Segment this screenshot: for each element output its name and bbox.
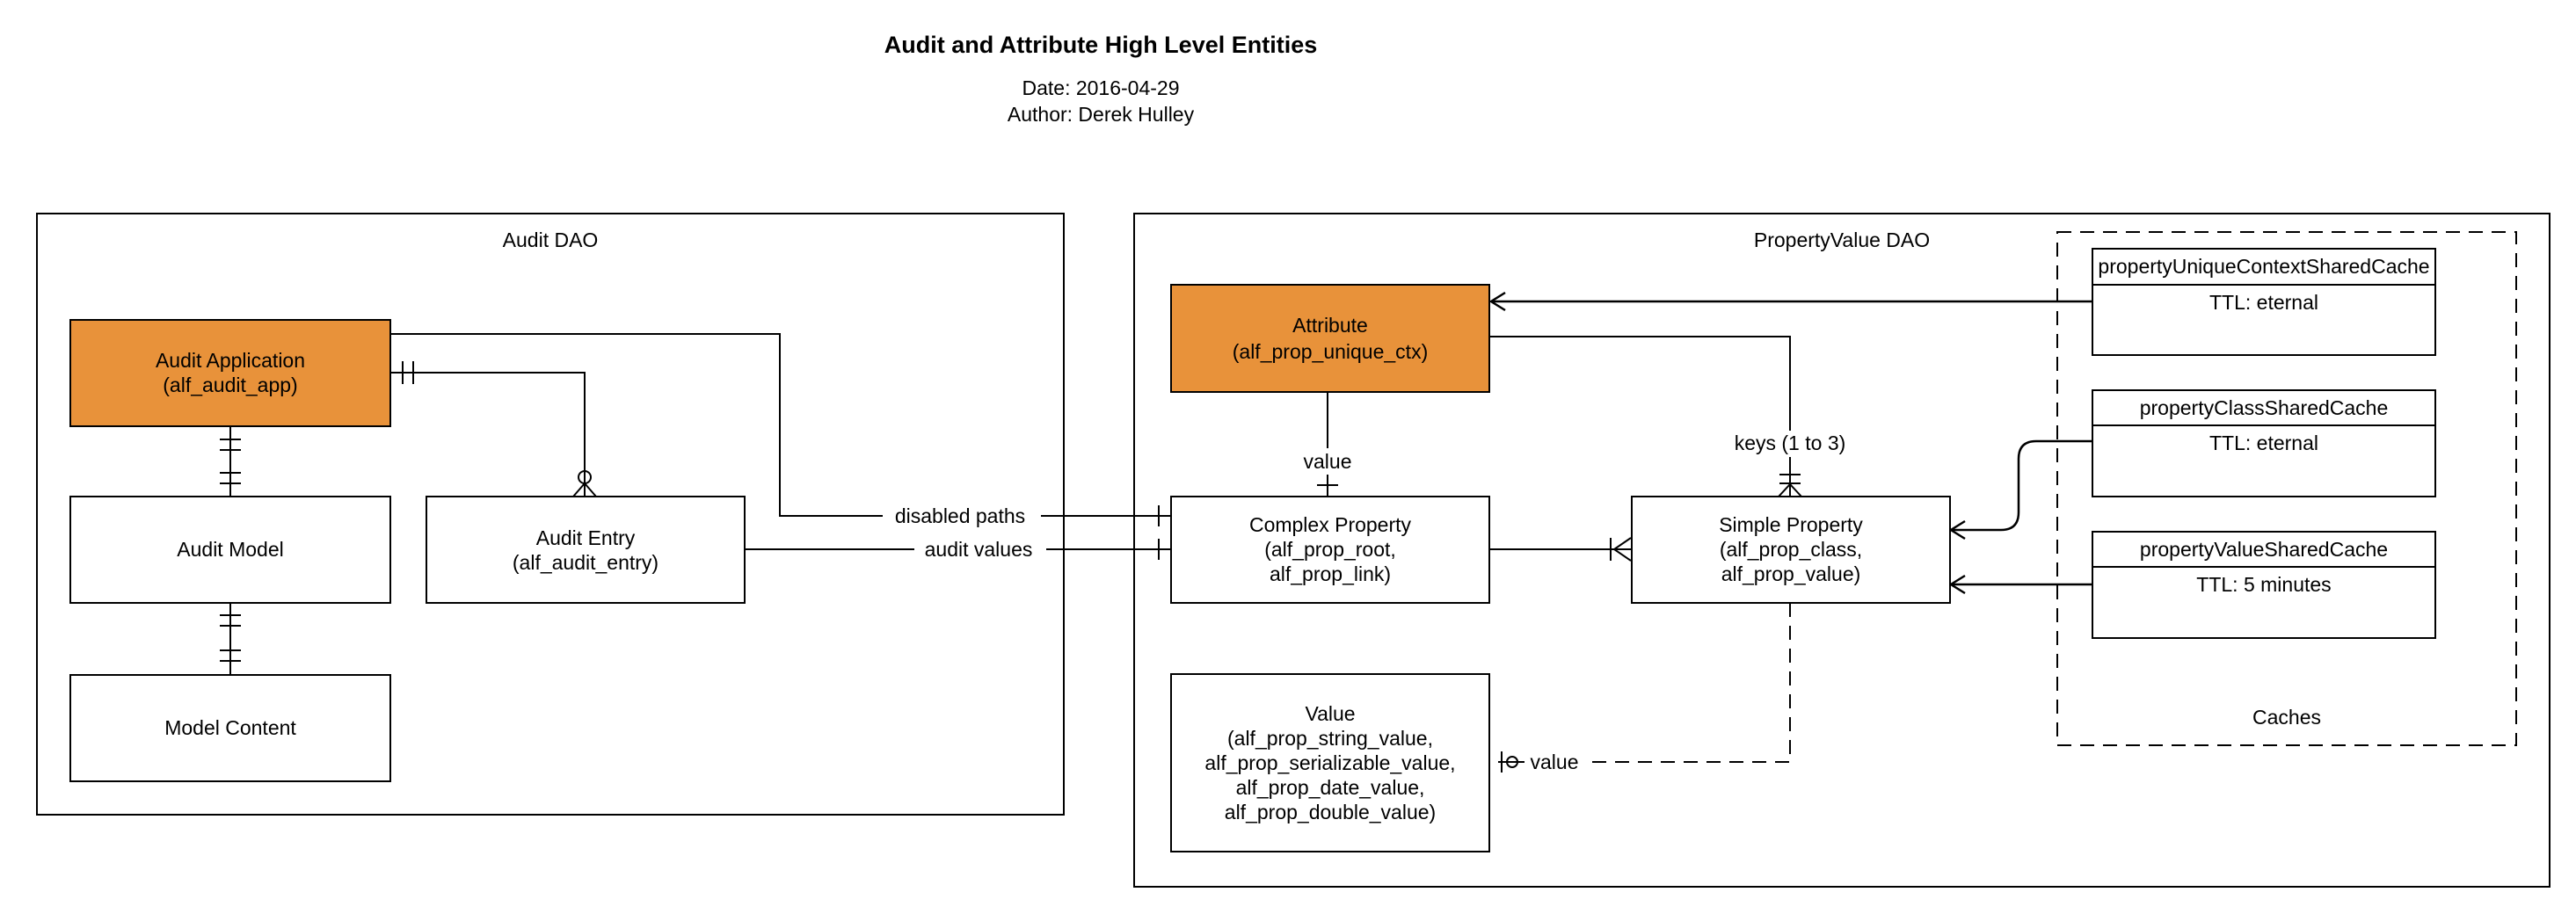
- audit-application-table: (alf_audit_app): [163, 374, 297, 396]
- diagram-date: Date: 2016-04-29: [1022, 76, 1179, 99]
- keys-label: keys (1 to 3): [1735, 432, 1846, 454]
- caches-label: Caches: [2252, 706, 2321, 729]
- value-table-3: alf_prop_date_value,: [1236, 776, 1425, 799]
- diagram-author: Author: Derek Hulley: [1008, 103, 1195, 126]
- audit-entry-entity[interactable]: Audit Entry (alf_audit_entry): [426, 496, 746, 604]
- disabled-paths-label: disabled paths: [895, 504, 1025, 527]
- simple-property-name: Simple Property: [1719, 513, 1863, 536]
- audit-entry-name: Audit Entry: [536, 526, 636, 549]
- attribute-table: (alf_prop_unique_ctx): [1233, 340, 1428, 363]
- model-content-name: Model Content: [164, 716, 296, 739]
- cache-name: propertyValueSharedCache: [2140, 538, 2388, 561]
- caches-container: Caches: [2056, 231, 2517, 746]
- class-cache-arrow: [1951, 439, 2092, 532]
- audit-application-entity[interactable]: Audit Application (alf_audit_app): [69, 319, 391, 427]
- simple-property-entity[interactable]: Simple Property (alf_prop_class, alf_pro…: [1631, 496, 1951, 604]
- audit-model-entity[interactable]: Audit Model: [69, 496, 391, 604]
- value-table-2: alf_prop_serializable_value,: [1204, 751, 1455, 774]
- keys-connector: [1488, 336, 1791, 497]
- attribute-value-label: value: [1304, 450, 1352, 473]
- audit-values-label: audit values: [925, 538, 1033, 561]
- audit-dao-label: Audit DAO: [503, 228, 599, 251]
- connectors: disabled paths audit values value keys (…: [220, 291, 2092, 775]
- audit-dao-container: Audit DAO: [36, 213, 1065, 816]
- complex-property-entity[interactable]: Complex Property (alf_prop_root, alf_pro…: [1170, 496, 1490, 604]
- attribute-name: Attribute: [1292, 314, 1368, 337]
- complex-property-name: Complex Property: [1249, 513, 1412, 536]
- cache-name: propertyClassSharedCache: [2140, 396, 2389, 419]
- complex-property-table-1: (alf_prop_root,: [1264, 538, 1396, 561]
- cache-ttl: TTL: eternal: [2209, 432, 2318, 454]
- value-link-connector: [1574, 603, 1791, 763]
- cache-ttl: TTL: eternal: [2209, 291, 2318, 314]
- value-link-label: value: [1531, 751, 1579, 773]
- audit-entry-table: (alf_audit_entry): [513, 551, 659, 574]
- property-value-dao-label: PropertyValue DAO: [1754, 228, 1930, 251]
- value-entity[interactable]: Value (alf_prop_string_value, alf_prop_s…: [1170, 673, 1490, 852]
- app-entry-connector: [391, 372, 586, 497]
- audit-application-name: Audit Application: [156, 349, 305, 372]
- diagram-title: Audit and Attribute High Level Entities: [884, 32, 1318, 58]
- cache-name: propertyUniqueContextSharedCache: [2098, 255, 2429, 278]
- model-content-entity[interactable]: Model Content: [69, 674, 391, 782]
- cache-class[interactable]: propertyClassSharedCache TTL: eternal: [2092, 389, 2436, 497]
- simple-property-table-2: alf_prop_value): [1721, 562, 1861, 585]
- value-table-1: (alf_prop_string_value,: [1227, 727, 1433, 750]
- cache-unique-context[interactable]: propertyUniqueContextSharedCache TTL: et…: [2092, 248, 2436, 356]
- value-name: Value: [1305, 702, 1355, 725]
- audit-model-name: Audit Model: [177, 538, 283, 561]
- complex-property-table-2: alf_prop_link): [1270, 562, 1391, 585]
- attribute-entity[interactable]: Attribute (alf_prop_unique_ctx): [1170, 284, 1490, 393]
- cache-value[interactable]: propertyValueSharedCache TTL: 5 minutes: [2092, 531, 2436, 639]
- value-table-4: alf_prop_double_value): [1225, 801, 1436, 823]
- cache-ttl: TTL: 5 minutes: [2196, 573, 2331, 596]
- simple-property-table-1: (alf_prop_class,: [1720, 538, 1862, 561]
- disabled-paths-connector: [391, 333, 1171, 517]
